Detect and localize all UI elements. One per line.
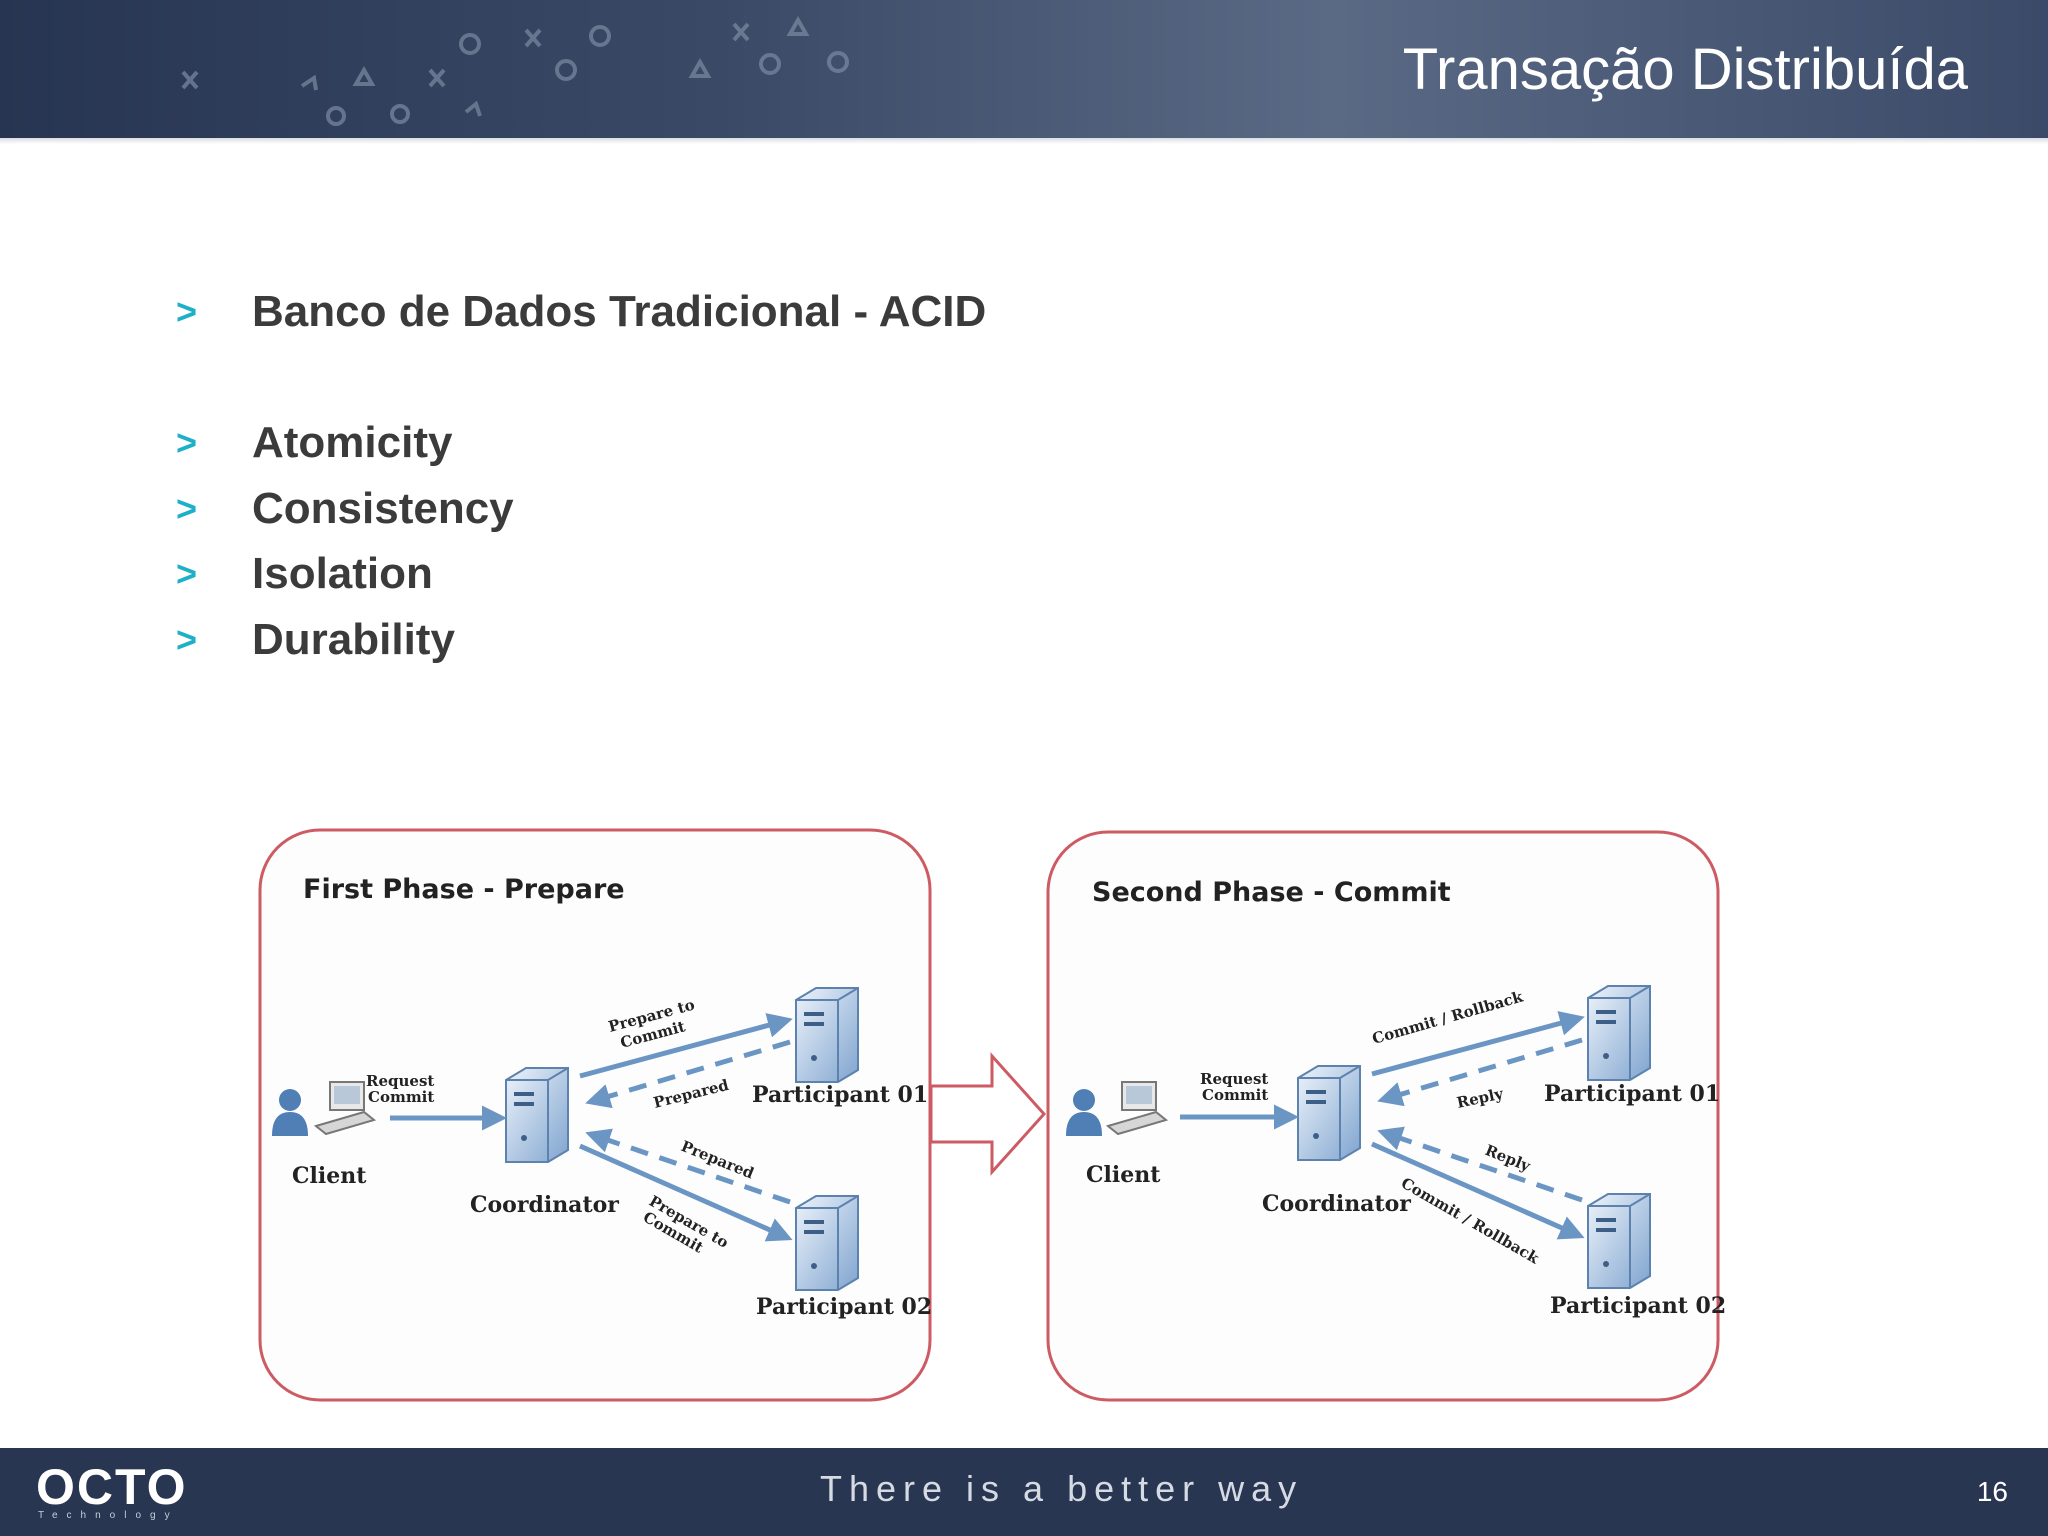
request-label-line1: Request: [366, 1072, 434, 1090]
bullet-marker: >: [176, 291, 198, 332]
header-divider: [0, 138, 2048, 144]
footer-tagline: There is a better way: [820, 1468, 1304, 1509]
page-number: 16: [1976, 1476, 2008, 1507]
bullet-marker: >: [176, 619, 198, 660]
coordinator-label: Coordinator: [1262, 1191, 1411, 1217]
footer-bar: OCTO Technology There is a better way 16: [0, 1448, 2048, 1536]
commit-arrow-p1: [1371, 1011, 1585, 1077]
header-bar: Transação Distribuída: [0, 0, 2048, 138]
participant1-server-icon: [795, 987, 859, 1083]
participant2-server-icon: [1587, 1193, 1651, 1289]
prepare-arrow-p1: [579, 1013, 793, 1079]
bullet-marker: >: [176, 488, 198, 529]
participant1-label: Participant 01: [752, 1082, 928, 1108]
participant2-server-icon: [795, 1195, 859, 1291]
commit-arrow-p2: [1370, 1141, 1585, 1240]
bullet-text: Isolation: [252, 549, 433, 598]
bullet-item: > Consistency: [176, 484, 514, 534]
client-label: Client: [292, 1163, 367, 1189]
octo-logo-subtitle: Technology: [38, 1510, 179, 1521]
bullet-marker: >: [176, 553, 198, 594]
decorative-symbols: [181, 15, 849, 126]
bullet-item: > Banco de Dados Tradicional - ACID: [176, 287, 986, 337]
participant2-label: Participant 02: [1550, 1293, 1726, 1319]
bullet-text: Atomicity: [252, 418, 453, 467]
bullet-item: > Isolation: [176, 549, 433, 599]
request-label-line2: Commit: [1202, 1086, 1268, 1104]
bullet-text: Banco de Dados Tradicional - ACID: [252, 287, 987, 336]
phase2-title: Second Phase - Commit: [1092, 877, 1451, 908]
prepared-arrow-p2: [585, 1128, 791, 1205]
bullet-text: Consistency: [252, 484, 514, 533]
prepare-arrow-p2: [578, 1143, 793, 1242]
phase1-title: First Phase - Prepare: [303, 874, 625, 905]
coordinator-server-icon: [505, 1067, 569, 1163]
prepared-arrow-p1: [585, 1039, 791, 1109]
bullet-text: Durability: [252, 615, 455, 664]
slide-title: Transação Distribuída: [1402, 37, 1968, 102]
participant1-label: Participant 01: [1544, 1081, 1720, 1107]
bullet-item: > Atomicity: [176, 418, 452, 468]
request-label-line1: Request: [1200, 1070, 1268, 1088]
bullet-item: > Durability: [176, 615, 455, 665]
phase2-frame: [1046, 830, 1720, 1402]
two-phase-commit-diagram: First Phase - Prepare Request Commit Pre…: [258, 828, 1726, 1402]
coordinator-label: Coordinator: [470, 1192, 619, 1218]
request-label-line2: Commit: [368, 1088, 434, 1106]
bullet-marker: >: [176, 422, 198, 463]
reply-arrow-p1: [1377, 1037, 1583, 1107]
participant1-server-icon: [1587, 985, 1651, 1081]
participant2-label: Participant 02: [756, 1294, 932, 1320]
phase-transition-arrow: [929, 1052, 1047, 1176]
client-label: Client: [1086, 1162, 1161, 1188]
reply-arrow-p2: [1377, 1126, 1583, 1203]
octo-logo: OCTO: [36, 1459, 188, 1515]
coordinator-server-icon: [1297, 1065, 1361, 1161]
